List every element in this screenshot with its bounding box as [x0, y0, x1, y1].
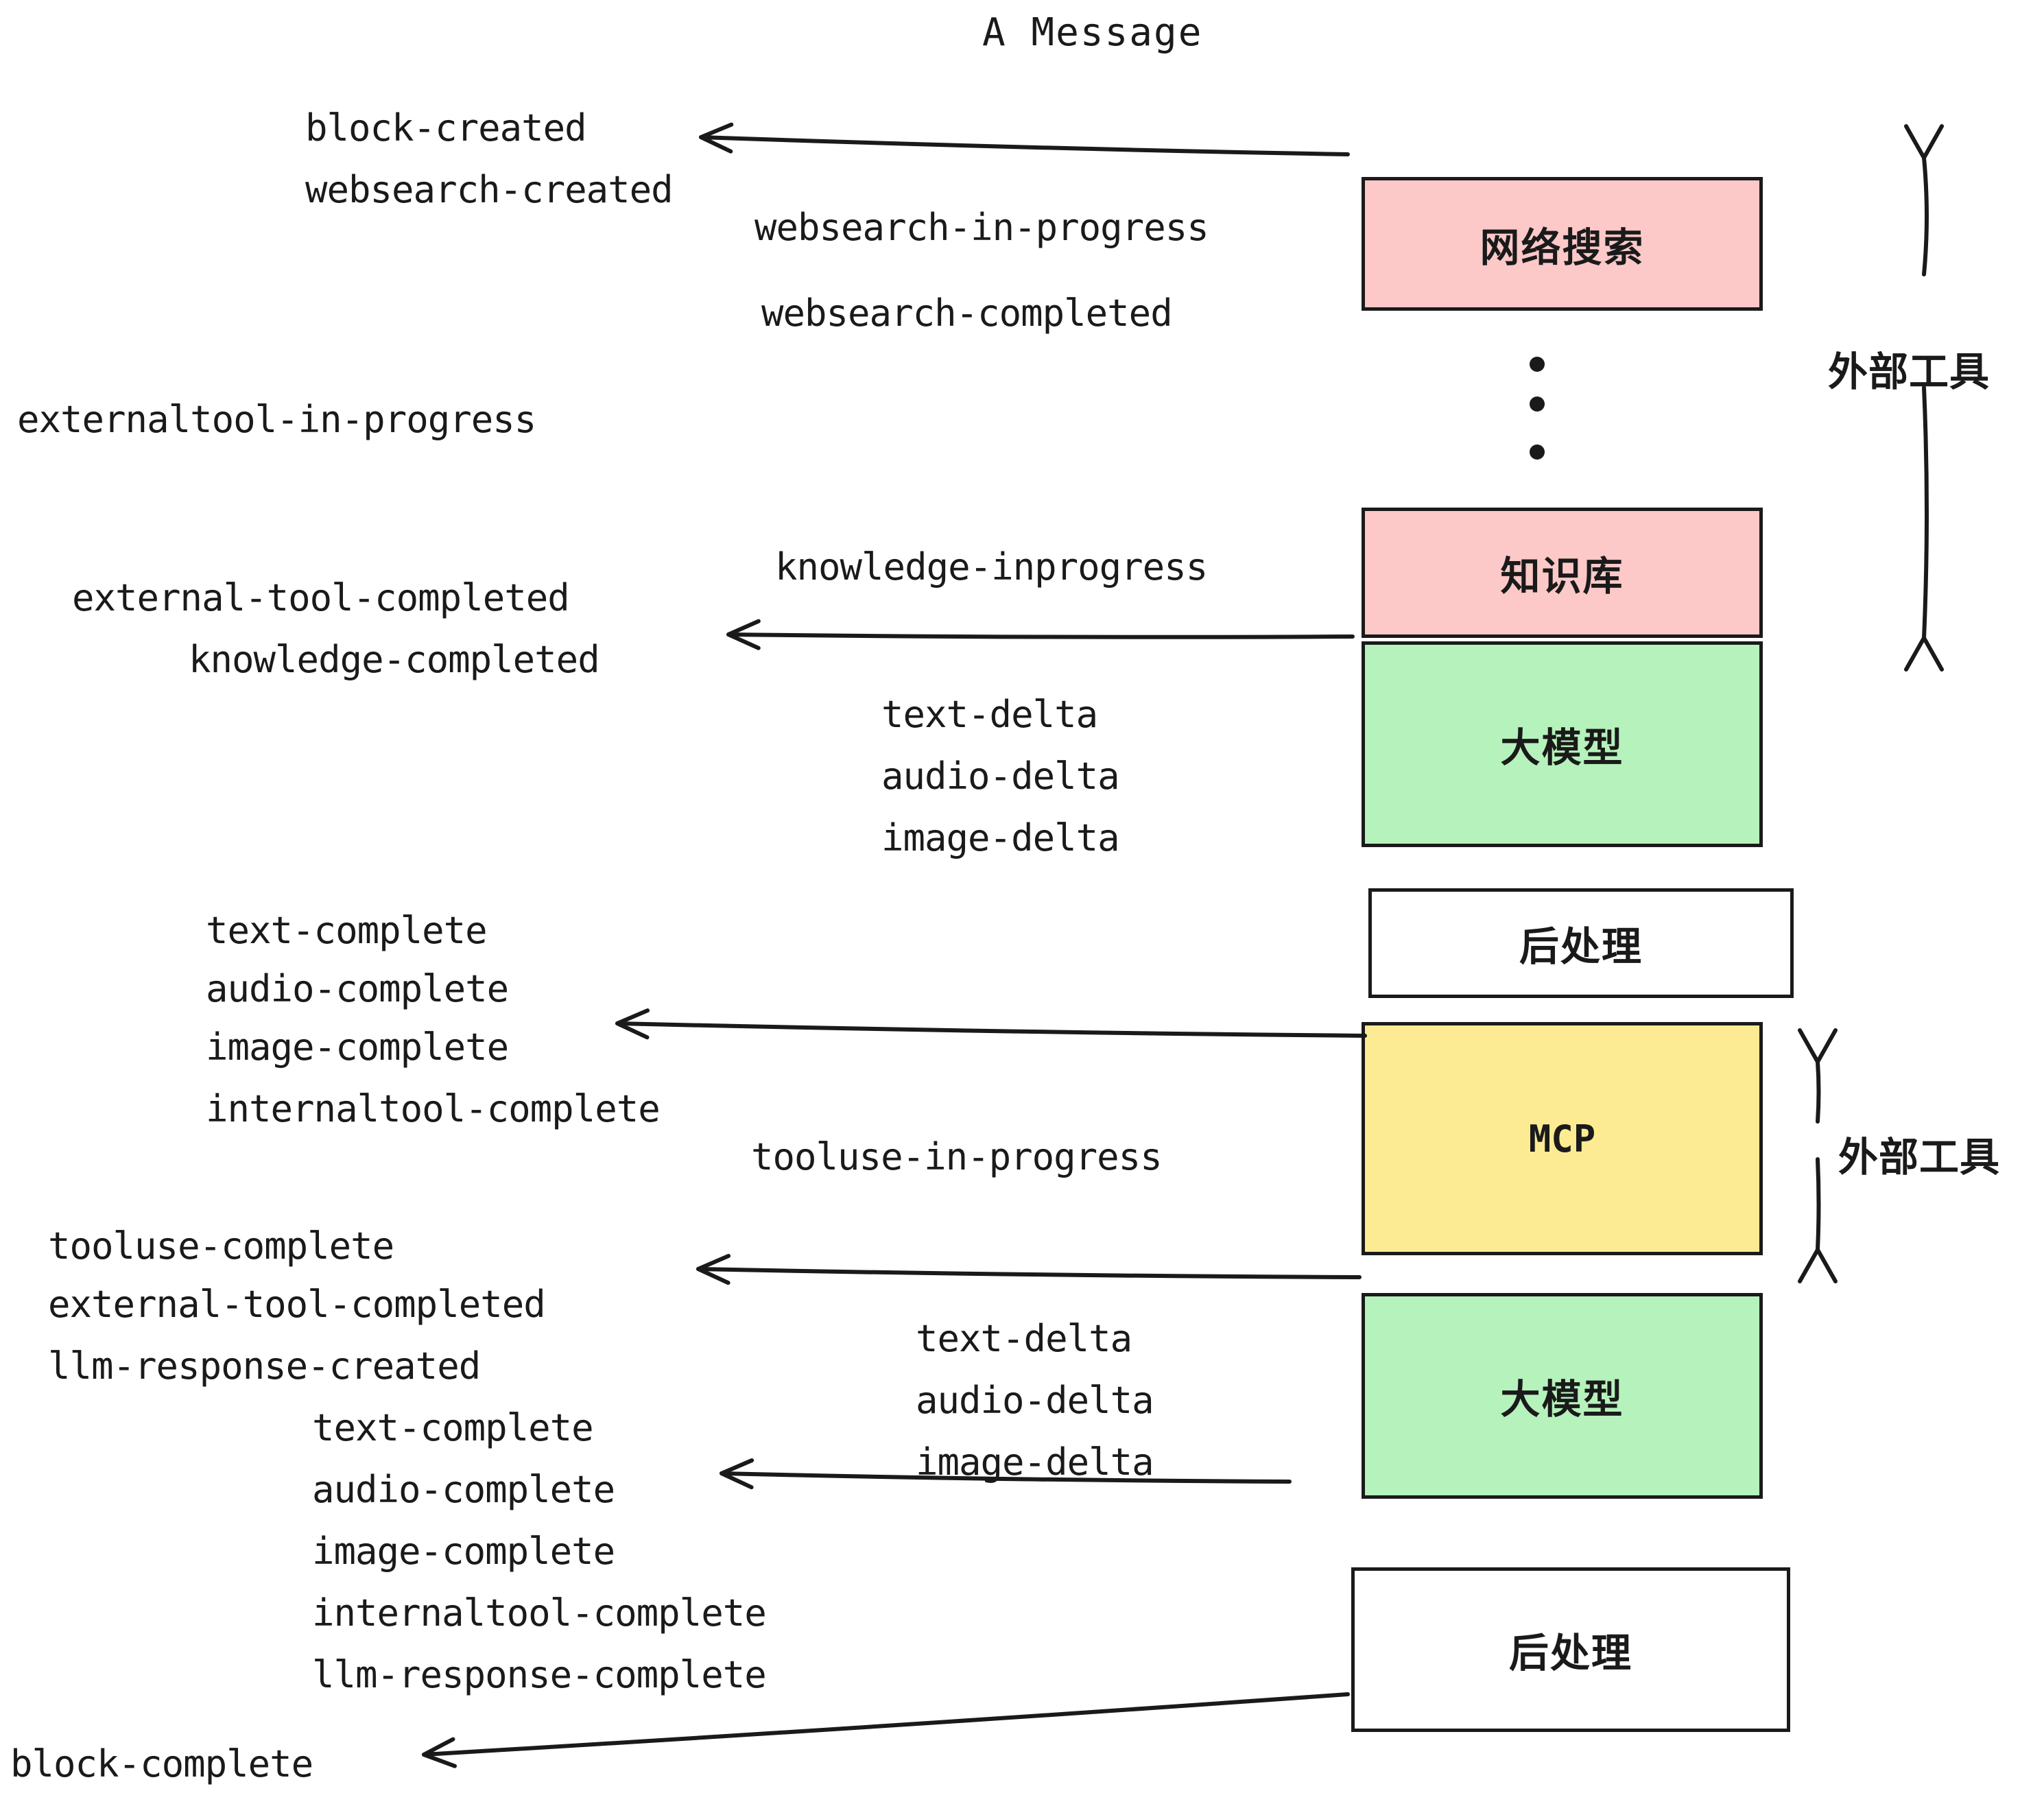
event-tooluse-complete: tooluse-complete [48, 1224, 394, 1268]
event-llm-response-complete: llm-response-complete [312, 1653, 767, 1696]
box-post-top[interactable]: 后处理 [1368, 888, 1794, 998]
ext-bottom-up [1798, 1028, 1838, 1124]
arrow-knowledge [726, 619, 1355, 650]
arrow-tooluse [696, 1253, 1362, 1285]
event-external-tool-completed-2: external-tool-completed [48, 1283, 546, 1326]
arrow-block-created [699, 122, 1350, 156]
arrow-shaft [422, 1692, 1350, 1757]
arrow-head-icon [726, 619, 761, 650]
event-tooluse-in-progress: tooluse-in-progress [751, 1135, 1163, 1178]
event-audio-delta-2: audio-delta [916, 1379, 1154, 1422]
ext-bottom-down [1798, 1157, 1838, 1283]
arrow-shaft [1816, 1060, 1821, 1124]
arrow-head-icon [1904, 636, 1944, 672]
event-externaltool-inprogress: externaltool-in-progress [17, 398, 536, 441]
event-image-delta-2: image-delta [916, 1440, 1154, 1484]
event-block-created: block-created [305, 106, 587, 150]
arrow-head-icon [1904, 124, 1944, 160]
ellipsis-dot-icon [1530, 444, 1545, 460]
event-knowledge-completed: knowledge-completed [189, 638, 600, 681]
arrow-head-icon [615, 1008, 650, 1040]
arrow-head-icon [696, 1253, 731, 1285]
event-block-complete: block-complete [10, 1742, 313, 1785]
event-internaltool-complete-2: internaltool-complete [312, 1591, 767, 1635]
box-post-bottom[interactable]: 后处理 [1351, 1567, 1790, 1732]
ext-top-down [1904, 385, 1944, 672]
event-websearch-completed: websearch-completed [761, 292, 1173, 335]
arrow-head-icon [1798, 1028, 1838, 1064]
event-text-complete-1: text-complete [206, 909, 488, 952]
page-title: A Message [982, 10, 1203, 55]
event-internaltool-complete-1: internaltool-complete [206, 1087, 661, 1130]
event-text-delta-1: text-delta [881, 693, 1098, 736]
event-image-complete-1: image-complete [206, 1025, 509, 1069]
ellipsis-dot-icon [1530, 357, 1545, 372]
event-audio-complete-1: audio-complete [206, 967, 509, 1010]
event-external-tool-completed-1: external-tool-completed [72, 576, 570, 619]
ellipsis-dot-icon [1530, 396, 1545, 412]
arrow-shaft [1816, 1157, 1821, 1252]
event-text-complete-2: text-complete [312, 1406, 594, 1449]
arrow-head-icon [422, 1737, 457, 1768]
event-websearch-created: websearch-created [305, 168, 674, 211]
event-image-delta-1: image-delta [881, 816, 1120, 859]
event-knowledge-inprogress: knowledge-inprogress [775, 545, 1208, 589]
arrow-shaft [696, 1267, 1362, 1279]
arrow-shaft [1922, 385, 1929, 640]
event-websearch-in-progress: websearch-in-progress [754, 206, 1209, 249]
side-label-external-tool-top: 外部工具 [1828, 348, 1990, 395]
arrow-head-icon [699, 122, 734, 154]
event-llm-response-created: llm-response-created [48, 1344, 481, 1388]
side-label-external-tool-bottom: 外部工具 [1838, 1134, 2001, 1180]
event-audio-complete-2: audio-complete [312, 1468, 615, 1511]
arrow-block-complete [422, 1692, 1350, 1768]
event-image-complete-2: image-complete [312, 1530, 615, 1573]
arrow-shaft [699, 135, 1350, 156]
event-audio-delta-1: audio-delta [881, 755, 1120, 798]
ext-top-up [1904, 124, 1944, 276]
arrow-shaft [1922, 156, 1929, 276]
arrow-head-icon [1798, 1248, 1838, 1283]
box-llm-bottom[interactable]: 大模型 [1362, 1293, 1763, 1499]
arrow-shaft [726, 632, 1355, 639]
box-llm-top[interactable]: 大模型 [1362, 641, 1763, 847]
event-text-delta-2: text-delta [916, 1317, 1132, 1360]
box-mcp[interactable]: MCP [1362, 1022, 1763, 1255]
box-knowledge[interactable]: 知识库 [1362, 508, 1763, 638]
arrow-head-icon [720, 1458, 754, 1490]
box-websearch[interactable]: 网络搜索 [1362, 177, 1763, 311]
arrow-image-complete [615, 1008, 1367, 1040]
arrow-shaft [615, 1021, 1367, 1038]
